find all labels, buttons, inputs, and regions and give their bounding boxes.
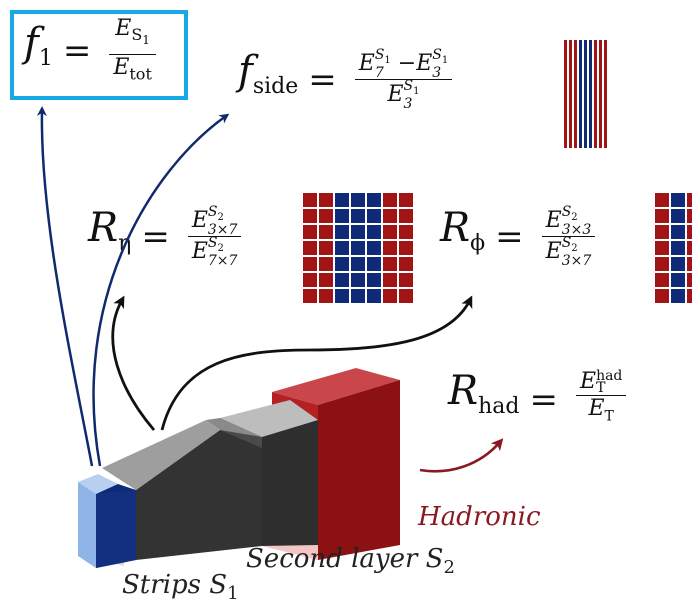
grid-cell [303, 193, 317, 207]
arrow-to-reta [111, 295, 156, 431]
grid-cell [367, 273, 381, 287]
grid-cell [319, 257, 333, 271]
grid-cell [383, 225, 397, 239]
grid-cell [367, 257, 381, 271]
grid-cell [399, 193, 413, 207]
second-layer-top [220, 400, 318, 437]
grid-cell [319, 241, 333, 255]
grid-cell [671, 193, 685, 207]
grid-cell [335, 289, 349, 303]
grid-cell [655, 209, 669, 223]
grid-cell [671, 273, 685, 287]
grid-cell [319, 209, 333, 223]
grid-cell [319, 193, 333, 207]
grid-cell [367, 241, 381, 255]
grid-cell [351, 257, 365, 271]
strip-pattern-icon [562, 40, 608, 148]
strips-layer-front [78, 482, 96, 568]
grid-cell [367, 193, 381, 207]
grid-cell [383, 257, 397, 271]
reta-cell-grid-icon [302, 192, 414, 304]
second-layer-front [136, 430, 262, 560]
grid-cell [335, 257, 349, 271]
arrow-to-fside [92, 113, 230, 467]
calorimeter-block [78, 368, 400, 568]
grid-cell [655, 241, 669, 255]
hadronic-layer-side [318, 380, 400, 560]
grid-cell [319, 289, 333, 303]
grid-cell [303, 289, 317, 303]
grid-cell [351, 209, 365, 223]
grid-cell [687, 257, 692, 271]
grid-cell [399, 225, 413, 239]
grid-cell [367, 289, 381, 303]
grid-cell [367, 225, 381, 239]
arrow-to-f1 [36, 106, 94, 467]
rphi-cell-grid-icon [654, 192, 692, 304]
f1-equation: f1= ES1 Etot [24, 16, 156, 87]
grid-cell [383, 193, 397, 207]
grid-cell [303, 225, 317, 239]
grid-cell [303, 257, 317, 271]
grid-cell [399, 273, 413, 287]
grid-cell [383, 241, 397, 255]
arrow-to-rhad [419, 438, 504, 473]
grid-cell [655, 225, 669, 239]
grid-cell [671, 241, 685, 255]
grid-cell [351, 225, 365, 239]
grid-cell [687, 273, 692, 287]
grid-cell [687, 193, 692, 207]
grid-cell [319, 273, 333, 287]
grid-cell [351, 273, 365, 287]
grid-cell [655, 273, 669, 287]
grid-cell [367, 209, 381, 223]
grid-cell [303, 273, 317, 287]
grid-cell [655, 289, 669, 303]
grid-cell [383, 209, 397, 223]
grid-cell [655, 257, 669, 271]
grid-cell [335, 209, 349, 223]
grid-cell [687, 209, 692, 223]
hadronic-label: Hadronic [418, 502, 541, 532]
strips-label: Strips S1 [122, 570, 239, 605]
grid-cell [671, 289, 685, 303]
grid-cell [351, 193, 365, 207]
grid-cell [671, 257, 685, 271]
grid-cell [319, 225, 333, 239]
grid-cell [335, 241, 349, 255]
grid-cell [303, 241, 317, 255]
grid-cell [335, 225, 349, 239]
grid-cell [671, 225, 685, 239]
second-layer-top-left [102, 420, 220, 490]
arrow-to-rphi [160, 295, 473, 431]
grid-cell [399, 241, 413, 255]
second-layer-label: Second layer S2 [246, 544, 455, 579]
grid-cell [383, 289, 397, 303]
grid-cell [399, 289, 413, 303]
f1-highlight-box [10, 10, 188, 100]
grid-cell [399, 209, 413, 223]
grid-cell [335, 193, 349, 207]
grid-cell [351, 241, 365, 255]
grid-cell [399, 257, 413, 271]
grid-cell [383, 273, 397, 287]
grid-cell [687, 241, 692, 255]
grid-cell [687, 289, 692, 303]
grid-cell [303, 209, 317, 223]
grid-cell [335, 273, 349, 287]
grid-cell [671, 209, 685, 223]
grid-cell [655, 193, 669, 207]
grid-cell [687, 225, 692, 239]
strips-layer-top [78, 474, 118, 494]
grid-cell [351, 289, 365, 303]
